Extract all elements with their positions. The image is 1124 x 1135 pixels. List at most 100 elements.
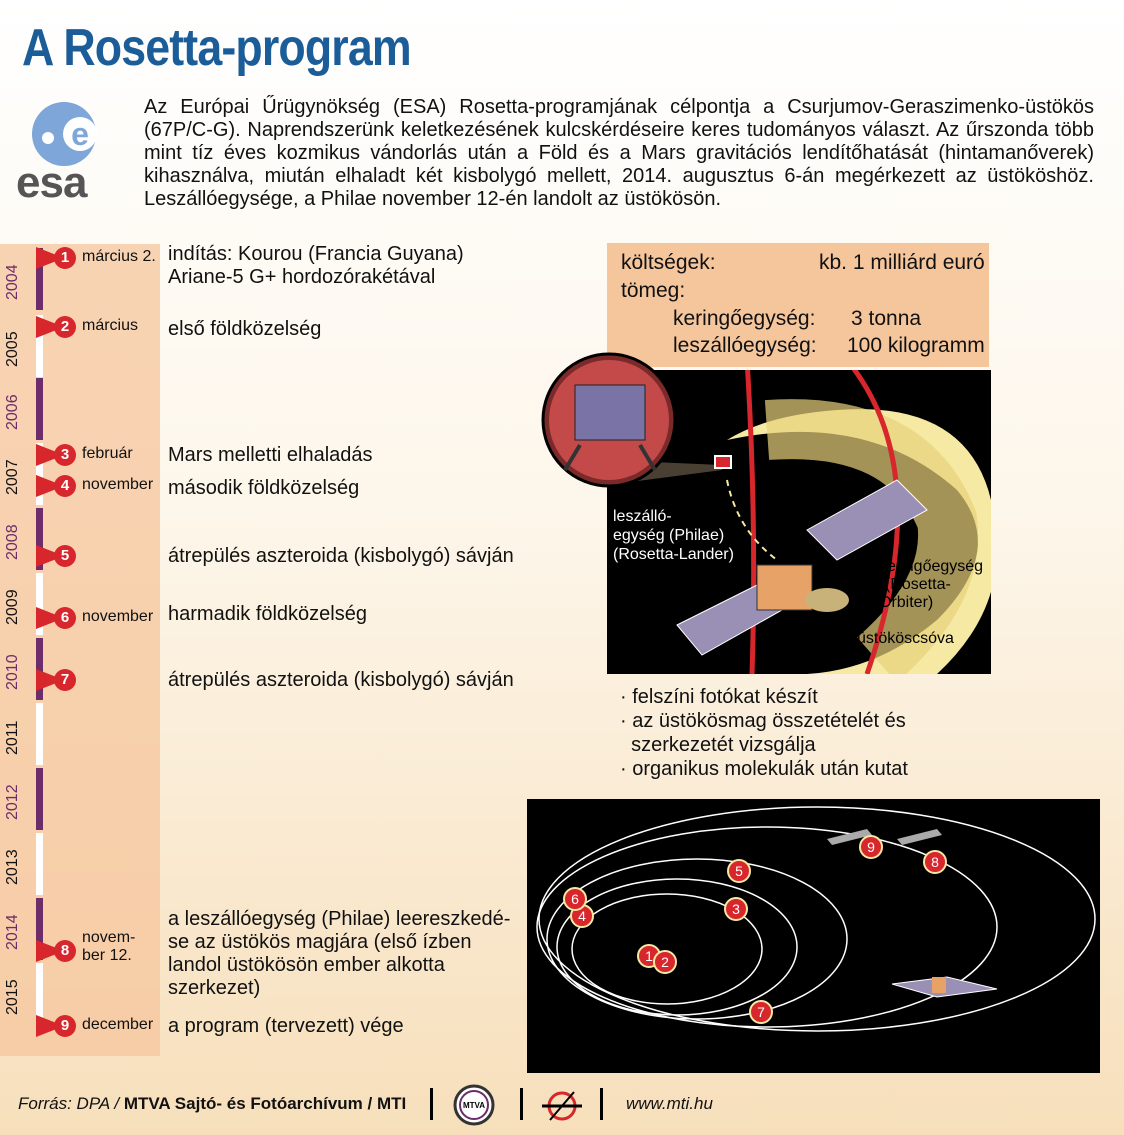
footer-divider xyxy=(600,1088,603,1120)
footer-divider xyxy=(430,1088,433,1120)
timeline-segment xyxy=(36,315,43,377)
lander-mass-label: leszállóegység: xyxy=(673,334,817,357)
event-number: 1 xyxy=(54,247,76,269)
lander-mass-value: 100 kilogramm xyxy=(847,334,985,357)
lander-closeup-icon xyxy=(541,352,677,488)
tail-label: üstököscsóva xyxy=(857,630,954,647)
event-description: a program (tervezett) vége xyxy=(168,1015,404,1037)
event-date: novem- ber 12. xyxy=(82,929,136,964)
year-label: 2014 xyxy=(4,914,21,950)
footer: Forrás: DPA / MTVA Sajtó- és Fotóarchívu… xyxy=(18,1094,406,1114)
orbit-marker: 3 xyxy=(724,897,748,921)
lander-tasks-list: · felszíni fotókat készít · az üstökösma… xyxy=(620,685,908,781)
orbiter-label-3: Orbiter) xyxy=(879,594,934,611)
event-date: március xyxy=(82,317,139,334)
footer-url[interactable]: www.mti.hu xyxy=(626,1094,713,1113)
svg-text:5: 5 xyxy=(735,863,743,879)
event-marker-flag xyxy=(36,475,64,497)
mti-logo-icon xyxy=(542,1091,582,1121)
esa-logo-icon: e xyxy=(32,102,97,166)
page-title: A Rosetta-program xyxy=(22,19,412,77)
timeline-segment xyxy=(36,443,43,505)
bullet-item: szerkezetét vizsgálja xyxy=(631,734,816,756)
year-label: 2015 xyxy=(4,979,21,1015)
timeline-segment xyxy=(36,833,43,895)
event-number: 5 xyxy=(54,545,76,567)
bullet-item: · felszíni fotókat készít xyxy=(620,686,818,708)
year-label: 2007 xyxy=(4,459,21,495)
event-number: 7 xyxy=(54,669,76,691)
year-label: 2005 xyxy=(4,331,21,367)
event-marker-flag xyxy=(36,545,64,567)
orbit-marker: 9 xyxy=(859,835,883,859)
bullet-item: · az üstökösmag összetételét és xyxy=(620,710,906,732)
timeline-segment xyxy=(36,248,43,310)
svg-text:3: 3 xyxy=(732,901,740,917)
event-number: 2 xyxy=(54,316,76,338)
svg-text:9: 9 xyxy=(867,839,875,855)
intro-paragraph: Az Európai Űrügynökség (ESA) Rosetta-pro… xyxy=(144,96,1094,210)
orbit-marker: 8 xyxy=(923,850,947,874)
svg-text:6: 6 xyxy=(571,891,579,907)
cost-label: költségek: xyxy=(621,251,716,274)
comet-tail-graphic xyxy=(607,370,991,674)
year-label: 2009 xyxy=(4,589,21,625)
svg-text:8: 8 xyxy=(931,854,939,870)
event-description: átrepülés aszteroida (kisbolygó) sávján xyxy=(168,669,514,691)
bullet-item: · organikus molekulák után kutat xyxy=(620,758,908,780)
esa-logo-text: esa xyxy=(16,158,87,207)
timeline-segment xyxy=(36,963,43,1025)
event-number: 9 xyxy=(54,1015,76,1037)
year-label: 2008 xyxy=(4,524,21,560)
event-marker-flag xyxy=(36,607,64,629)
event-description: átrepülés aszteroida (kisbolygó) sávján xyxy=(168,545,514,567)
timeline-segment xyxy=(36,898,43,960)
event-marker-flag xyxy=(36,1015,64,1037)
year-label: 2010 xyxy=(4,654,21,690)
timeline-segment xyxy=(36,703,43,765)
lander-label-3: (Rosetta-Lander) xyxy=(613,546,734,563)
timeline-segment xyxy=(36,508,43,570)
orbit-marker: 7 xyxy=(749,1000,773,1024)
svg-text:e: e xyxy=(71,116,89,152)
event-description: indítás: Kourou (Francia Guyana) Ariane-… xyxy=(168,243,464,288)
event-marker-flag xyxy=(36,669,64,691)
source-org: MTVA Sajtó- és Fotóarchívum / MTI xyxy=(123,1094,407,1113)
year-label: 2012 xyxy=(4,784,21,820)
svg-text:1: 1 xyxy=(645,948,653,964)
lander-label-1: leszálló- xyxy=(613,508,672,525)
event-date: december xyxy=(82,1016,154,1033)
orbiter-mass-value: 3 tonna xyxy=(851,307,922,330)
event-description: első földközelség xyxy=(168,318,322,340)
event-number: 3 xyxy=(54,444,76,466)
event-description: második földközelség xyxy=(168,477,360,499)
event-marker-flag xyxy=(36,940,64,962)
year-label: 2004 xyxy=(4,264,21,300)
event-description: Mars melletti elhaladás xyxy=(168,444,373,466)
footer-divider xyxy=(520,1088,523,1120)
event-date: március 2. xyxy=(82,248,156,265)
svg-text:7: 7 xyxy=(757,1004,765,1020)
event-marker-flag xyxy=(36,247,64,269)
timeline-segment xyxy=(36,573,43,635)
event-number: 4 xyxy=(54,475,76,497)
event-description: a leszállóegység (Philae) leereszkedé- s… xyxy=(168,908,511,999)
event-description: harmadik földközelség xyxy=(168,603,367,625)
orbiter-label-1: keringőegység xyxy=(879,558,984,575)
event-date: november xyxy=(82,476,154,493)
orbit-marker: 5 xyxy=(727,859,751,883)
timeline-segment xyxy=(36,638,43,700)
event-number: 6 xyxy=(54,607,76,629)
orbit-marker: 6 xyxy=(563,887,587,911)
cost-value: kb. 1 milliárd euró xyxy=(819,251,985,274)
event-number: 8 xyxy=(54,940,76,962)
orbiter-label-2: (Rosetta- xyxy=(885,576,951,593)
orbiter-mass-label: keringőegység: xyxy=(673,307,816,330)
year-label: 2011 xyxy=(4,720,21,755)
timeline-segment xyxy=(36,378,43,440)
stats-panel: költségek: kb. 1 milliárd euró tömeg: ke… xyxy=(607,243,989,367)
event-marker-flag xyxy=(36,316,64,338)
mtva-logo-text: MTVA xyxy=(463,1101,485,1110)
